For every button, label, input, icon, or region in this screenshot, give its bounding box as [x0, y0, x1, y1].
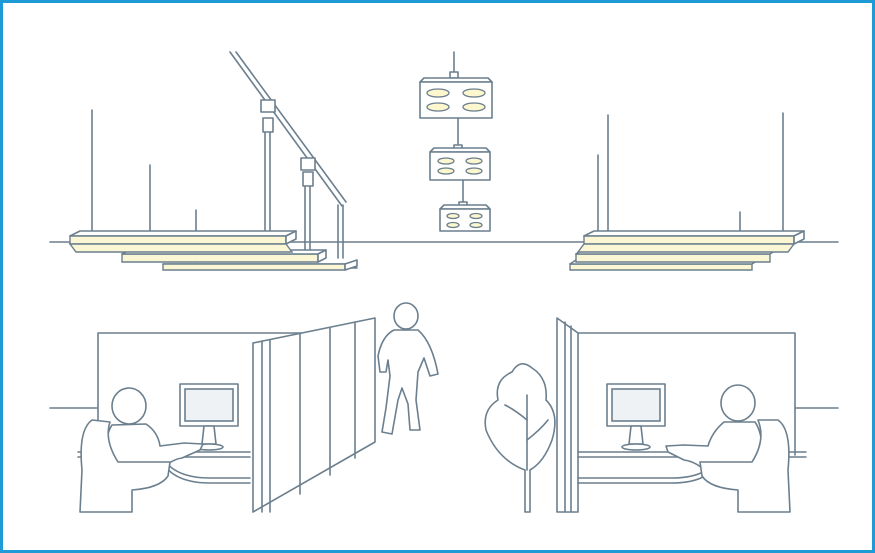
partition-panel [253, 318, 375, 512]
office-plant [485, 364, 555, 512]
walking-person [378, 303, 438, 434]
pendant-downlight-cluster [420, 52, 492, 231]
computer-monitor [607, 384, 665, 450]
suspended-linear-luminaire-right [570, 113, 804, 270]
office-lighting-illustration [3, 3, 872, 550]
suspended-linear-luminaire-left [70, 52, 357, 270]
computer-monitor [180, 384, 238, 450]
